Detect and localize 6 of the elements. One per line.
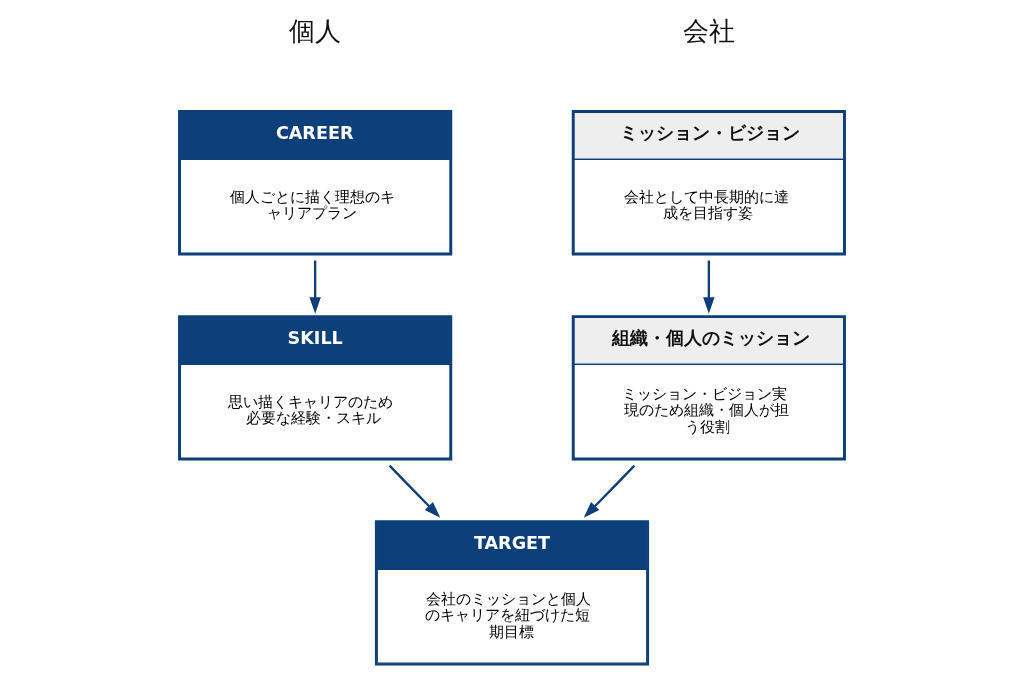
arrow: [703, 260, 715, 314]
arrow: [388, 464, 441, 518]
label: 会社: [682, 16, 735, 47]
arrow: [309, 260, 321, 314]
arrow: [583, 464, 636, 518]
label: 個人: [289, 16, 342, 47]
